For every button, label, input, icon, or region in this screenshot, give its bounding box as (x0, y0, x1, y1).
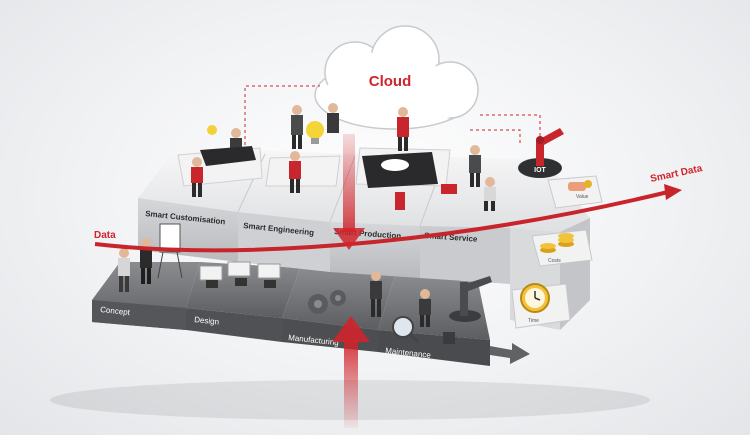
iot-label: IOT (534, 167, 546, 174)
coin-icon (584, 180, 592, 188)
coins-stack-icon (540, 233, 574, 253)
people-figures (118, 103, 496, 344)
person-figure (419, 289, 431, 327)
data-label: Data (94, 230, 116, 241)
side-tile-label-time: Time (528, 318, 539, 324)
side-tiles (511, 175, 603, 329)
cloud-connectors (244, 85, 541, 145)
robot-arm-icon (449, 276, 492, 322)
flipchart-icon (157, 223, 183, 279)
gear-icon (308, 290, 346, 314)
design-desks-icon (199, 261, 281, 288)
person-figure (291, 105, 303, 149)
person-figure (140, 238, 152, 284)
iot-robot-icon (518, 128, 564, 178)
hand-icon (568, 182, 586, 191)
cloud-label: Cloud (369, 73, 412, 90)
up-arrow (332, 316, 370, 428)
data-flow-arrowhead (664, 184, 682, 200)
cloud-shape (314, 25, 479, 130)
toolbox-icon (441, 184, 457, 194)
module-label-concept: Concept (100, 305, 131, 317)
clock-icon (520, 283, 550, 313)
robot-base-icon (395, 192, 405, 210)
touch-table-icon (200, 146, 256, 166)
side-tile-label-value: Value (576, 194, 589, 200)
lightbulb-icon (306, 121, 324, 144)
exit-arrow-icon (490, 343, 530, 364)
smart-data-label: Smart Data (649, 163, 703, 185)
side-tile-label-costs: Costs (548, 258, 561, 264)
lightbulb-icon (207, 125, 217, 135)
person-figure (191, 157, 203, 197)
person-figure (289, 151, 301, 193)
toolbox-icon (443, 332, 455, 344)
cloud-down-arrow (333, 134, 365, 250)
person-figure (327, 103, 339, 133)
person-figure (118, 248, 130, 292)
magnifier-icon (392, 316, 420, 344)
person-figure (397, 107, 409, 151)
data-flow-arrow (94, 190, 669, 253)
person-figure (370, 271, 382, 317)
person-figure (469, 145, 481, 187)
module-label-design: Design (194, 315, 220, 327)
person-figure (484, 177, 496, 211)
